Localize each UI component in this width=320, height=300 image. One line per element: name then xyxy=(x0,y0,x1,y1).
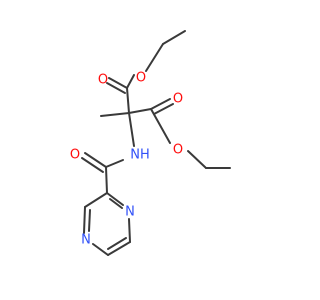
atom-labels: O O O O O NH N N xyxy=(70,71,183,248)
bond-ring-n4-c3-inner xyxy=(88,209,91,232)
atom-n-ring-upper: N xyxy=(125,205,135,220)
bond-ethyl1-ch2-o xyxy=(145,43,164,72)
background xyxy=(0,0,300,300)
bond-c1-cq xyxy=(126,87,130,114)
bond-c2-o2-double-b xyxy=(153,103,174,115)
bond-ring-c2-n1-inner xyxy=(109,198,123,209)
atom-o-ester1-carbonyl: O xyxy=(98,73,108,88)
bond-nh-camide xyxy=(105,159,124,168)
atom-n-ring-lower: N xyxy=(81,233,91,248)
bond-ring-c3-c2 xyxy=(84,192,108,208)
bond-o1-c1 xyxy=(126,74,135,89)
bond-ring-c6-c5-inner xyxy=(107,237,127,250)
bond-c2-o-link xyxy=(150,108,171,144)
bond-cq-c2 xyxy=(128,108,152,114)
bonds xyxy=(81,30,231,256)
bond-c2-o2-double-a xyxy=(150,98,171,110)
bond-cq-nh xyxy=(128,112,135,147)
bond-ring-n4-c3 xyxy=(83,206,86,234)
atom-nh-amide: NH xyxy=(130,148,150,163)
atom-o-ester2-link: O xyxy=(173,143,183,158)
bond-c1-o1-double-a xyxy=(108,77,128,89)
atom-o-ester1-link: O xyxy=(136,71,146,86)
bond-ring-c5-n4 xyxy=(92,243,109,256)
molecule-structure: O O O O O NH N N xyxy=(0,0,300,300)
bond-camide-o-double-b xyxy=(81,157,104,173)
atom-o-ester2-carbonyl: O xyxy=(173,92,183,107)
bond-ethyl1-ch3 xyxy=(162,30,186,45)
atom-o-amide: O xyxy=(70,148,80,163)
bond-camide-ring xyxy=(105,166,108,194)
bond-ring-n1-c6 xyxy=(128,218,131,243)
bond-camide-o-double-a xyxy=(84,152,107,168)
bond-cq-methyl xyxy=(100,112,130,117)
bond-c1-o1-double-b xyxy=(106,82,126,94)
bond-o-ch2 xyxy=(187,150,207,169)
bond-ring-c6-c5 xyxy=(107,241,131,256)
bond-ring-c2-n1 xyxy=(106,192,124,206)
